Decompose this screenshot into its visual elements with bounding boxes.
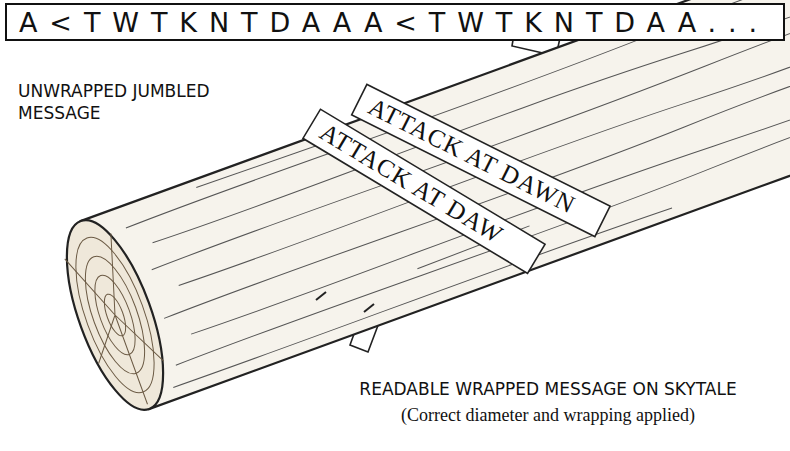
caption-note: (Correct diameter and wrapping applied) xyxy=(401,404,695,427)
message-strip: A<TWTKNTDAAA<TWTKNTDAA... xyxy=(5,3,785,41)
jumbled-text: A<TWTKNTDAAA<TWTKNTDAA... xyxy=(7,7,769,38)
caption-label: READABLE WRAPPED MESSAGE ON SKYTALE xyxy=(359,378,736,400)
caption-label: UNWRAPPED JUMBLED MESSAGE xyxy=(18,80,248,124)
